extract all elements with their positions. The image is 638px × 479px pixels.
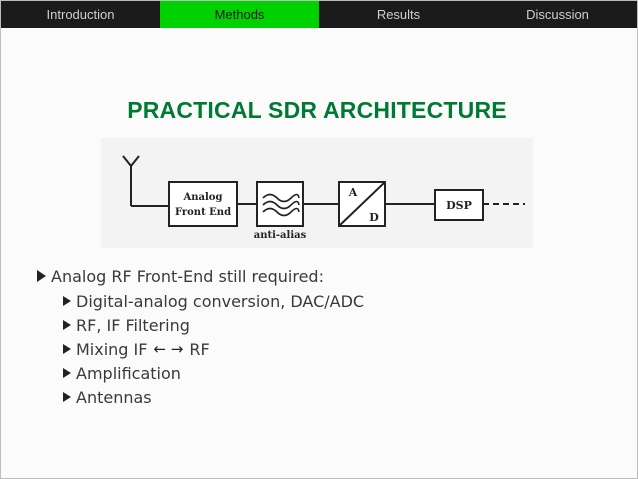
- bullet-main-text: Analog RF Front-End still required:: [51, 266, 324, 286]
- analog-front-end-block: [168, 181, 238, 227]
- analog-label-line2: Front End: [175, 207, 231, 218]
- left-right-arrows-icon: ← →: [153, 340, 184, 358]
- sub-bullet: Digital-analog conversion, DAC/ADC: [63, 289, 364, 313]
- sub-bullet: RF, IF Filtering: [63, 313, 364, 337]
- tab-methods[interactable]: Methods: [160, 1, 319, 28]
- ad-label-d: D: [369, 211, 379, 224]
- bullet-arrow-icon: [63, 320, 71, 330]
- sub-bullet: Mixing IF ← → RF: [63, 337, 364, 361]
- bullet-arrow-icon: [63, 368, 71, 378]
- sub-bullet-text: Antennas: [76, 387, 152, 407]
- bullet-arrow-icon: [63, 296, 71, 306]
- analog-label-line1: Analog: [183, 192, 223, 203]
- sub-bullet-text: Digital-analog conversion, DAC/ADC: [76, 291, 365, 311]
- ad-diagonal: [338, 181, 386, 227]
- diagram-svg: Analog Front End anti-alias A D DSP: [122, 155, 525, 241]
- sub-bullet: Antennas: [63, 385, 364, 409]
- ad-label-a: A: [348, 186, 358, 199]
- anti-alias-caption: anti-alias: [254, 230, 307, 241]
- sub-bullet-text: Amplification: [76, 363, 181, 383]
- sdr-block-diagram: Analog Front End anti-alias A D DSP: [101, 138, 533, 248]
- section-navbar: Introduction Methods Results Discussion: [1, 1, 637, 28]
- tab-discussion[interactable]: Discussion: [478, 1, 637, 28]
- mixing-suffix: RF: [189, 339, 210, 359]
- tab-results[interactable]: Results: [319, 1, 478, 28]
- bullet-arrow-icon: [37, 270, 46, 282]
- mixing-prefix: Mixing IF: [76, 339, 148, 359]
- antenna-icon: [122, 155, 169, 207]
- sub-bullet-text: RF, IF Filtering: [76, 315, 190, 335]
- bullet-list: Analog RF Front-End still required: Digi…: [37, 263, 364, 409]
- sub-bullet: Amplification: [63, 361, 364, 385]
- bullet-arrow-icon: [63, 392, 71, 402]
- filter-wave-icon: [262, 193, 300, 217]
- bullet-main: Analog RF Front-End still required:: [37, 263, 364, 289]
- tab-introduction[interactable]: Introduction: [1, 1, 160, 28]
- slide-title: PRACTICAL SDR ARCHITECTURE: [127, 97, 507, 123]
- bullet-arrow-icon: [63, 344, 71, 354]
- dsp-label: DSP: [446, 199, 472, 212]
